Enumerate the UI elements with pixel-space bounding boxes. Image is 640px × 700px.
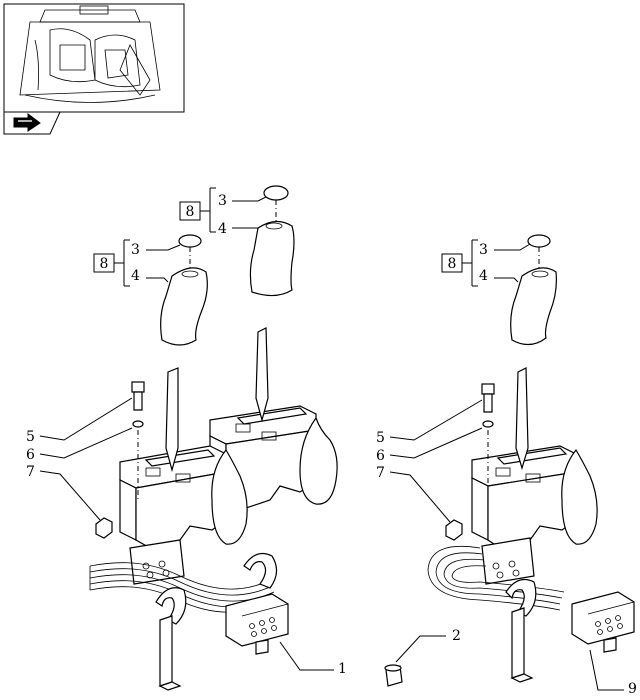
callout-1: 1: [338, 661, 347, 677]
kit-group-right: 8 3 4: [441, 239, 531, 287]
knob-grip-right: [510, 267, 557, 346]
knob-cap-right: [527, 234, 551, 268]
knob-grip-top: [249, 220, 295, 297]
tractor-cab-thumbnail-icon: [19, 5, 161, 103]
knob-grip-left: [160, 267, 208, 346]
part-2-plug: 2: [384, 628, 461, 687]
part-label-4: 4: [479, 268, 488, 284]
callout-1-group: 1: [279, 641, 347, 677]
knob-cap-top: [263, 185, 289, 222]
callout-6: 6: [26, 447, 35, 463]
callout-9: 9: [628, 681, 637, 696]
part-label-3: 3: [131, 242, 140, 258]
callouts-right: 5 6 7: [376, 399, 483, 523]
callouts-left: 5 6 7: [26, 397, 133, 521]
knob-cap-left: [178, 234, 202, 268]
kit-label: 8: [100, 256, 109, 272]
callout-6: 6: [376, 448, 385, 464]
lever-assembly-left: [89, 327, 338, 691]
part-label-3: 3: [218, 193, 227, 209]
kit-label: 8: [448, 256, 457, 272]
callout-9-group: 9: [589, 649, 637, 697]
part-label-3: 3: [479, 242, 488, 258]
callout-5: 5: [376, 430, 385, 446]
part-label-4: 4: [218, 221, 227, 237]
lever-assembly-right: [427, 367, 635, 683]
part-label-4: 4: [131, 268, 140, 284]
arrow-icon[interactable]: [13, 113, 41, 132]
callout-5: 5: [26, 429, 35, 445]
callout-2: 2: [452, 628, 461, 644]
callout-7: 7: [26, 464, 35, 480]
callout-7: 7: [376, 465, 385, 481]
kit-group-top: 8 3 4: [179, 187, 269, 237]
kit-group-left: 8 3 4: [93, 239, 181, 287]
thumbnail-frame: [3, 3, 185, 135]
kit-label: 8: [186, 204, 195, 220]
